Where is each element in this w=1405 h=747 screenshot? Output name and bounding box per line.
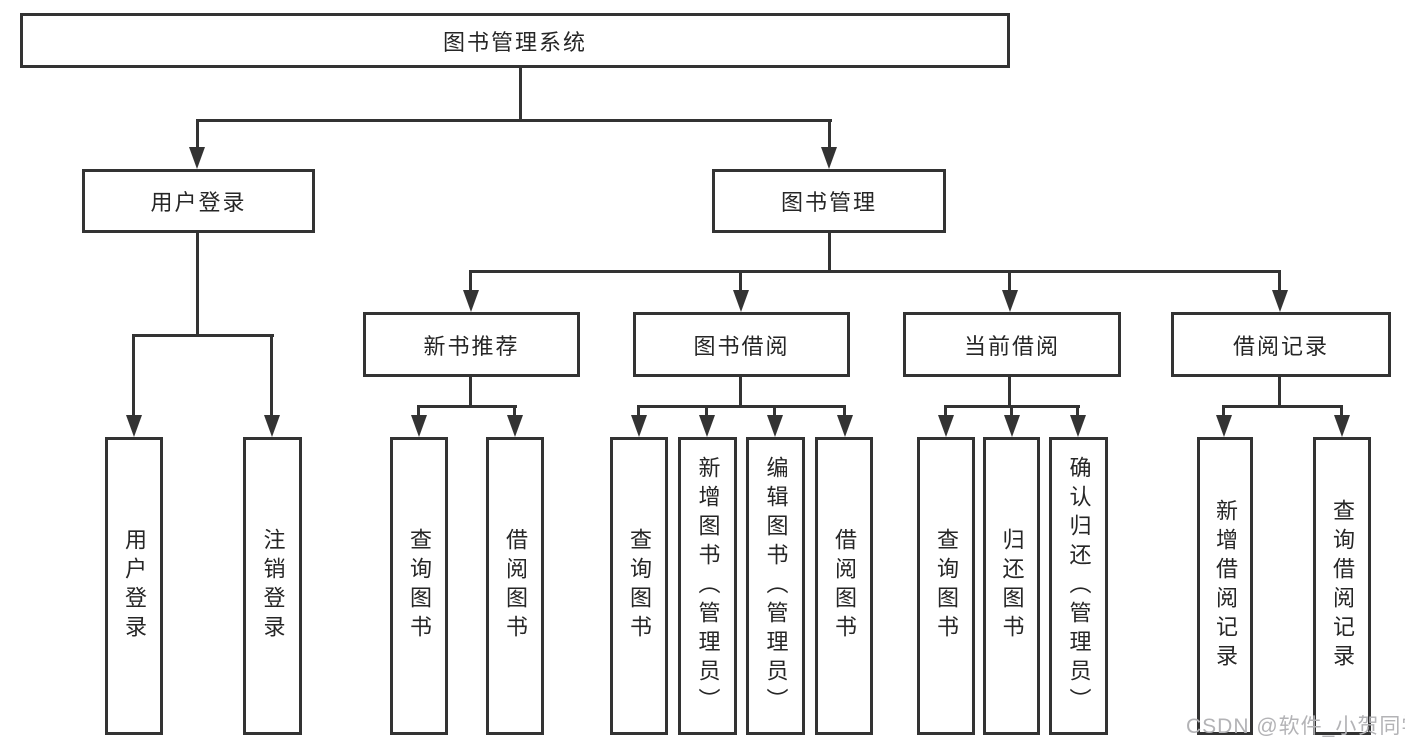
node-new-book-recommend: 新书推荐 — [363, 312, 580, 377]
leaf-borrow-books: 借阅图书 — [486, 437, 544, 735]
arrowhead-down-icon — [938, 415, 954, 437]
arrowhead-down-icon — [507, 415, 523, 437]
leaf-query-books: 查询图书 — [610, 437, 668, 735]
leaf-borrow-books: 借阅图书 — [815, 437, 873, 735]
connector-drop-book-management — [828, 119, 831, 149]
connector-records-rail — [1222, 405, 1343, 408]
leaf-query-borrow-record: 查询借阅记录 — [1313, 437, 1371, 735]
node-book-management-label: 图书管理 — [780, 190, 877, 215]
connector-root-stem — [519, 68, 522, 121]
arrowhead-down-icon — [837, 415, 853, 437]
arrowhead-down-icon — [1216, 415, 1232, 437]
leaf-add-borrow-record: 新增借阅记录 — [1197, 437, 1253, 735]
leaf-logout: 注销登录 — [243, 437, 302, 735]
connector-drop-leaf — [1222, 405, 1225, 417]
arrowhead-down-icon — [463, 290, 479, 312]
connector-drop-section — [739, 270, 742, 292]
node-user-login: 用户登录 — [82, 169, 315, 233]
leaf-label: 新增图书（管理员） — [695, 455, 721, 717]
leaf-label: 用户登录 — [122, 528, 147, 644]
connector-drop-user-login — [196, 119, 199, 149]
connector-drop-leaf — [1010, 405, 1013, 417]
connector-borrow-rail — [637, 405, 846, 408]
arrowhead-down-icon — [126, 415, 142, 437]
node-borrow-records: 借阅记录 — [1171, 312, 1391, 377]
arrowhead-down-icon — [1070, 415, 1086, 437]
arrowhead-down-icon — [411, 415, 427, 437]
leaf-edit-book-admin: 编辑图书（管理员） — [746, 437, 805, 735]
leaf-user-login: 用户登录 — [105, 437, 163, 735]
arrowhead-down-icon — [1272, 290, 1288, 312]
leaf-query-books: 查询图书 — [390, 437, 448, 735]
connector-drop-leaf — [417, 405, 420, 417]
node-borrow-records-label: 借阅记录 — [1232, 333, 1329, 359]
node-book-borrow-label: 图书借阅 — [693, 333, 790, 359]
connector-drop-leaf — [132, 334, 135, 417]
connector-recommend-stem — [469, 377, 472, 407]
connector-drop-leaf — [773, 405, 776, 417]
node-book-borrow: 图书借阅 — [633, 312, 850, 377]
leaf-label: 借阅图书 — [503, 528, 528, 644]
leaf-label: 借阅图书 — [832, 528, 857, 644]
arrowhead-down-icon — [733, 290, 749, 312]
arrowhead-down-icon — [699, 415, 715, 437]
connector-drop-leaf — [270, 334, 273, 417]
node-root-label: 图书管理系统 — [442, 29, 587, 55]
leaf-label: 注销登录 — [260, 528, 286, 644]
node-book-management: 图书管理 — [712, 169, 946, 233]
arrowhead-down-icon — [264, 415, 280, 437]
leaf-label: 新增借阅记录 — [1213, 499, 1238, 673]
connector-book-management-stem — [828, 233, 831, 272]
leaf-return-books: 归还图书 — [983, 437, 1040, 735]
connector-drop-leaf — [1076, 405, 1079, 417]
connector-drop-leaf — [705, 405, 708, 417]
connector-borrow-stem — [739, 377, 742, 407]
arrowhead-down-icon — [189, 147, 205, 169]
arrowhead-down-icon — [821, 147, 837, 169]
connector-current-stem — [1008, 377, 1011, 407]
connector-drop-leaf — [944, 405, 947, 417]
arrowhead-down-icon — [1004, 415, 1020, 437]
arrowhead-down-icon — [767, 415, 783, 437]
connector-drop-section — [469, 270, 472, 292]
node-root: 图书管理系统 — [20, 13, 1010, 68]
node-current-borrow: 当前借阅 — [903, 312, 1121, 377]
connector-level3-rail — [469, 270, 1281, 273]
leaf-label: 查询图书 — [407, 528, 432, 644]
connector-root-rail — [196, 119, 832, 122]
connector-recommend-rail — [417, 405, 517, 408]
node-user-login-label: 用户登录 — [150, 190, 247, 215]
connector-drop-leaf — [1340, 405, 1343, 417]
leaf-label: 查询图书 — [934, 528, 959, 644]
connector-drop-section — [1008, 270, 1011, 292]
leaf-confirm-return-admin: 确认归还（管理员） — [1049, 437, 1108, 735]
leaf-label: 归还图书 — [999, 528, 1025, 644]
node-new-book-recommend-label: 新书推荐 — [423, 333, 520, 359]
csdn-watermark: CSDN @软件_小贺同学 — [1186, 715, 1405, 738]
leaf-label: 查询借阅记录 — [1330, 499, 1355, 673]
node-current-borrow-label: 当前借阅 — [963, 333, 1060, 359]
connector-records-stem — [1278, 377, 1281, 407]
connector-drop-leaf — [513, 405, 516, 417]
connector-user-login-rail — [132, 334, 274, 337]
leaf-query-books: 查询图书 — [917, 437, 975, 735]
arrowhead-down-icon — [1002, 290, 1018, 312]
connector-drop-section — [1278, 270, 1281, 292]
connector-drop-leaf — [843, 405, 846, 417]
connector-drop-leaf — [637, 405, 640, 417]
arrowhead-down-icon — [1334, 415, 1350, 437]
connector-user-login-stem — [196, 233, 199, 336]
leaf-label: 编辑图书（管理员） — [763, 455, 789, 717]
leaf-label: 查询图书 — [627, 528, 652, 644]
leaf-label: 确认归还（管理员） — [1066, 455, 1092, 717]
leaf-add-book-admin: 新增图书（管理员） — [678, 437, 737, 735]
arrowhead-down-icon — [631, 415, 647, 437]
